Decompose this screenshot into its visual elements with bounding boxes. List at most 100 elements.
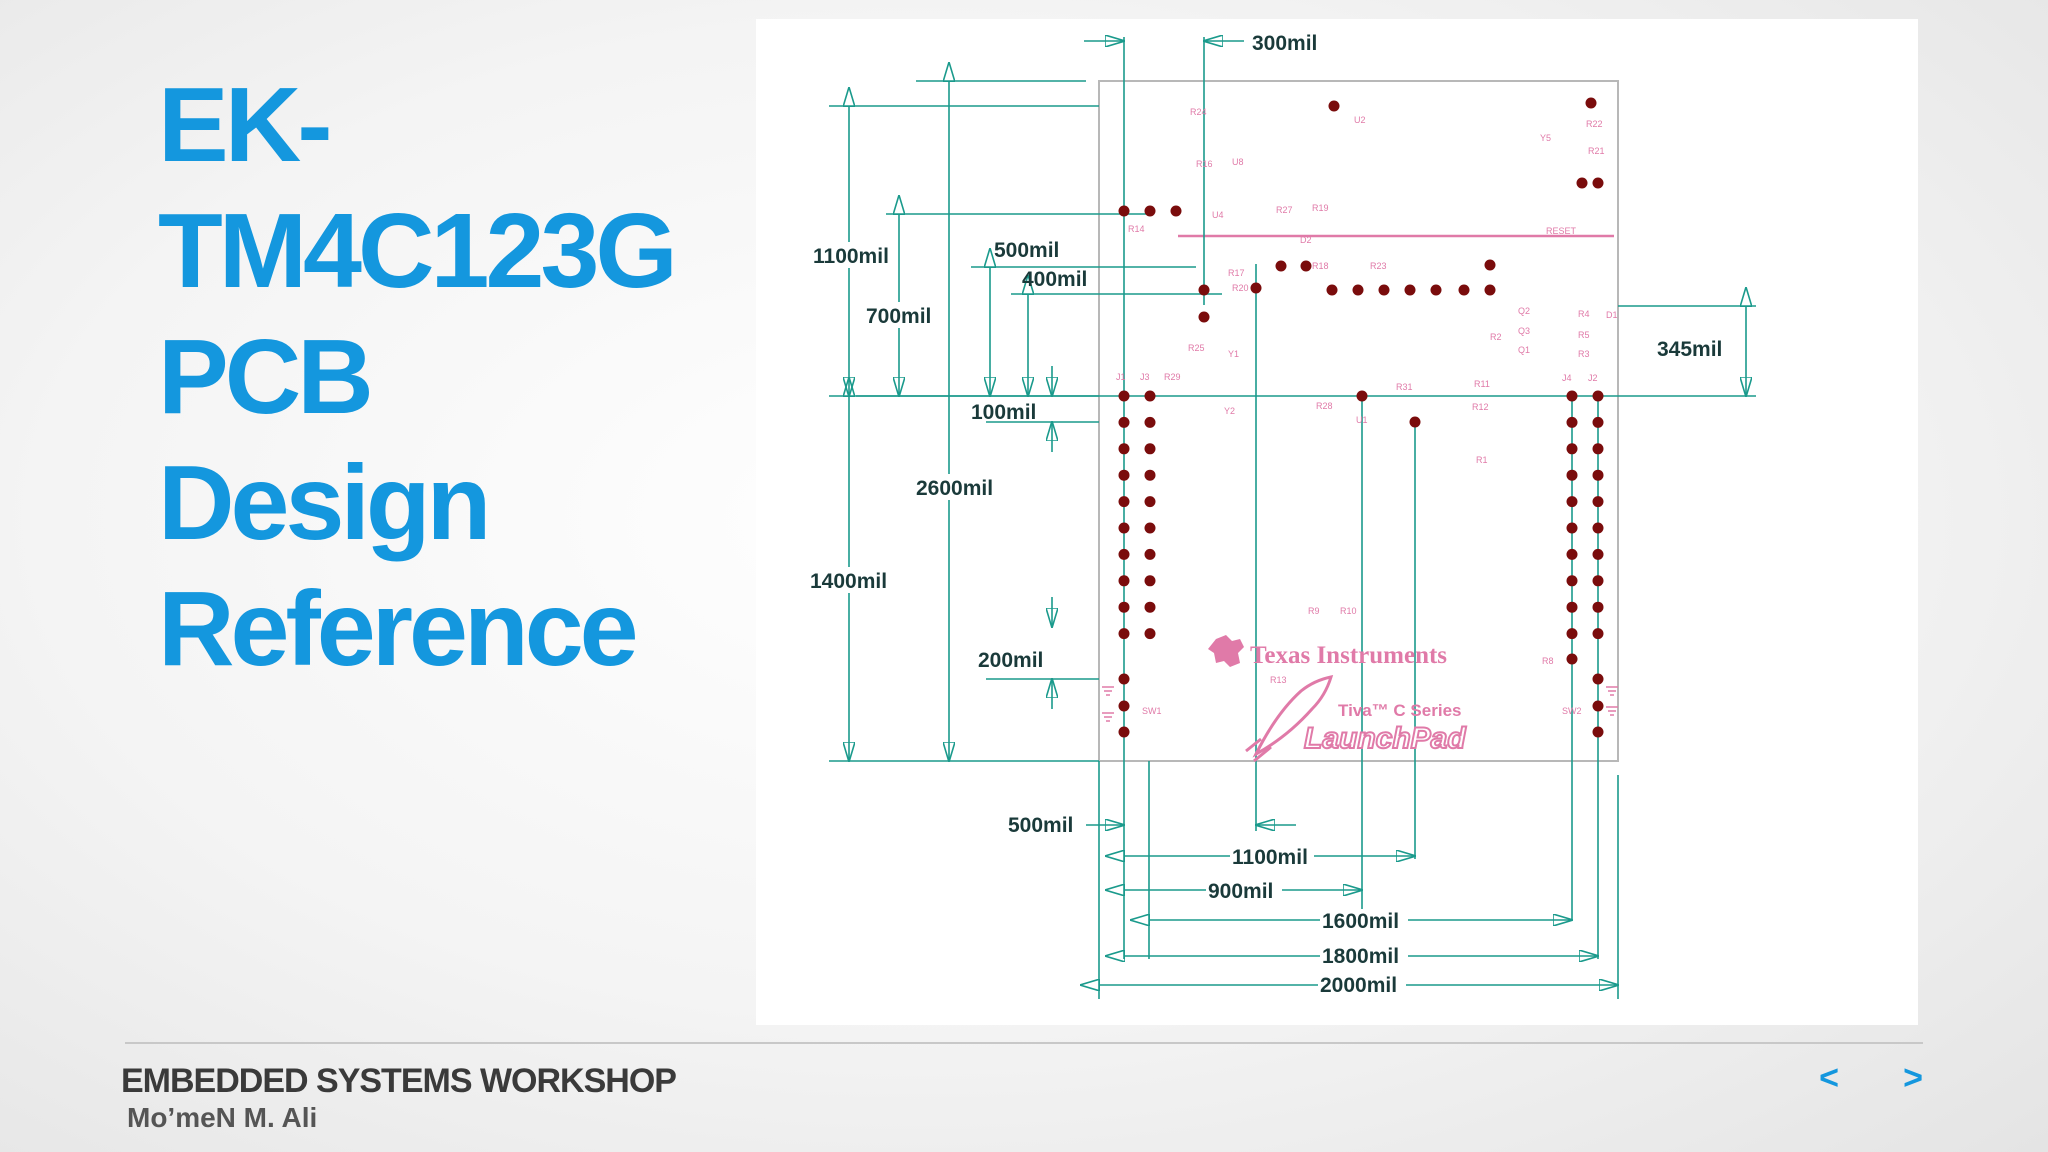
ti-logo-icon xyxy=(1208,635,1244,667)
pcb-pad xyxy=(1118,673,1130,685)
pcb-pad xyxy=(1170,205,1182,217)
pcb-pad xyxy=(1300,260,1312,272)
silk-label: R5 xyxy=(1578,330,1590,340)
pcb-pad xyxy=(1326,284,1338,296)
pcb-pad xyxy=(1118,390,1130,402)
pcb-pad xyxy=(1592,496,1604,508)
pcb-pad xyxy=(1198,284,1210,296)
silk-label: R10 xyxy=(1340,606,1357,616)
pcb-pad xyxy=(1566,653,1578,665)
dim-500h-label: 500mil xyxy=(1008,814,1073,837)
silk-label: Y2 xyxy=(1224,406,1235,416)
pcb-dimension-drawing: 300mil 1100mil 700mil 500mil 400mil 345m… xyxy=(756,19,1918,1025)
silk-label: R3 xyxy=(1578,349,1590,359)
silk-label: R12 xyxy=(1472,402,1489,412)
pcb-pad xyxy=(1566,443,1578,455)
pcb-pad xyxy=(1592,601,1604,613)
title-line: PCB xyxy=(158,318,374,436)
pcb-pad xyxy=(1592,177,1604,189)
silk-label: R11 xyxy=(1474,379,1490,389)
pcb-pad xyxy=(1118,443,1130,455)
footer-workshop: EMBEDDED SYSTEMS WORKSHOP xyxy=(121,1062,677,1100)
pcb-pad xyxy=(1592,700,1604,712)
pcb-pad xyxy=(1592,522,1604,534)
pcb-pad xyxy=(1144,469,1156,481)
pcb-pad xyxy=(1356,390,1368,402)
silk-label: J3 xyxy=(1140,372,1150,382)
silk-label: R9 xyxy=(1308,606,1320,616)
pcb-pad xyxy=(1592,726,1604,738)
silk-label: R24 xyxy=(1190,107,1207,117)
silk-label: U1 xyxy=(1356,415,1368,425)
silk-label: J4 xyxy=(1562,373,1572,383)
pcb-pad xyxy=(1144,601,1156,613)
silk-label: R27 xyxy=(1276,205,1293,215)
ground-symbols xyxy=(1102,686,1618,722)
silk-label: U8 xyxy=(1232,157,1244,167)
silk-label: Q1 xyxy=(1518,345,1530,355)
pcb-pad xyxy=(1409,416,1421,428)
pcb-pad xyxy=(1118,205,1130,217)
dim-1600-label: 1600mil xyxy=(1322,910,1399,933)
pcb-pad xyxy=(1576,177,1588,189)
silk-label: SW1 xyxy=(1142,706,1162,716)
silk-label: R19 xyxy=(1312,203,1329,213)
silk-label: R1 xyxy=(1476,455,1488,465)
title-line: Design xyxy=(158,444,491,562)
silk-label: J2 xyxy=(1588,373,1598,383)
title-line: EK- xyxy=(158,66,333,184)
pcb-pad xyxy=(1592,628,1604,640)
pcb-pad xyxy=(1275,260,1287,272)
pcb-pad xyxy=(1566,469,1578,481)
dim-400-label: 400mil xyxy=(1022,268,1087,291)
silk-label: RESET xyxy=(1546,226,1577,236)
dim-1100v-label: 1100mil xyxy=(813,245,889,268)
pcb-pad xyxy=(1144,205,1156,217)
pcb-pad xyxy=(1404,284,1416,296)
pcb-pad xyxy=(1484,284,1496,296)
footer-divider xyxy=(125,1042,1923,1044)
pcb-pad xyxy=(1328,100,1340,112)
silk-label: R25 xyxy=(1188,343,1205,353)
silk-label: R31 xyxy=(1396,382,1413,392)
silk-label: R23 xyxy=(1370,261,1387,271)
pcb-pad xyxy=(1566,390,1578,402)
pcb-pad xyxy=(1566,548,1578,560)
silk-label: Y1 xyxy=(1228,349,1239,359)
silk-label: R20 xyxy=(1232,283,1249,293)
pcb-pad xyxy=(1144,416,1156,428)
dim-1800-label: 1800mil xyxy=(1322,945,1399,968)
silk-label: SW2 xyxy=(1562,706,1582,716)
pcb-pad xyxy=(1378,284,1390,296)
dim-100-label: 100mil xyxy=(971,401,1036,424)
pcb-pad xyxy=(1198,311,1210,323)
pcb-pad xyxy=(1144,548,1156,560)
title-line: Reference xyxy=(158,570,639,688)
silk-label: R18 xyxy=(1312,261,1329,271)
pcb-pad xyxy=(1144,628,1156,640)
pcb-pad xyxy=(1118,575,1130,587)
silk-label: R14 xyxy=(1128,224,1145,234)
silk-label: R22 xyxy=(1586,119,1603,129)
pcb-pad xyxy=(1566,416,1578,428)
pcb-pad xyxy=(1592,575,1604,587)
pcb-pad xyxy=(1250,282,1262,294)
pcb-pad xyxy=(1144,443,1156,455)
pcb-pad xyxy=(1352,284,1364,296)
pcb-pad xyxy=(1592,390,1604,402)
pcb-pad xyxy=(1118,601,1130,613)
next-slide-button[interactable]: > xyxy=(1903,1059,1923,1097)
pcb-pad xyxy=(1566,628,1578,640)
pads xyxy=(1118,97,1604,738)
dim-2000-label: 2000mil xyxy=(1320,974,1397,997)
prev-slide-button[interactable]: < xyxy=(1819,1059,1839,1097)
pcb-pad xyxy=(1458,284,1470,296)
pcb-pad xyxy=(1118,416,1130,428)
dim-900-label: 900mil xyxy=(1208,880,1273,903)
silk-label: R2 xyxy=(1490,332,1502,342)
pcb-drawing-svg: 300mil 1100mil 700mil 500mil 400mil 345m… xyxy=(808,29,1756,999)
pcb-pad xyxy=(1118,496,1130,508)
dimension-labels: 300mil 1100mil 700mil 500mil 400mil 345m… xyxy=(808,29,1722,997)
silk-label: J1 xyxy=(1116,372,1126,382)
pcb-pad xyxy=(1566,601,1578,613)
